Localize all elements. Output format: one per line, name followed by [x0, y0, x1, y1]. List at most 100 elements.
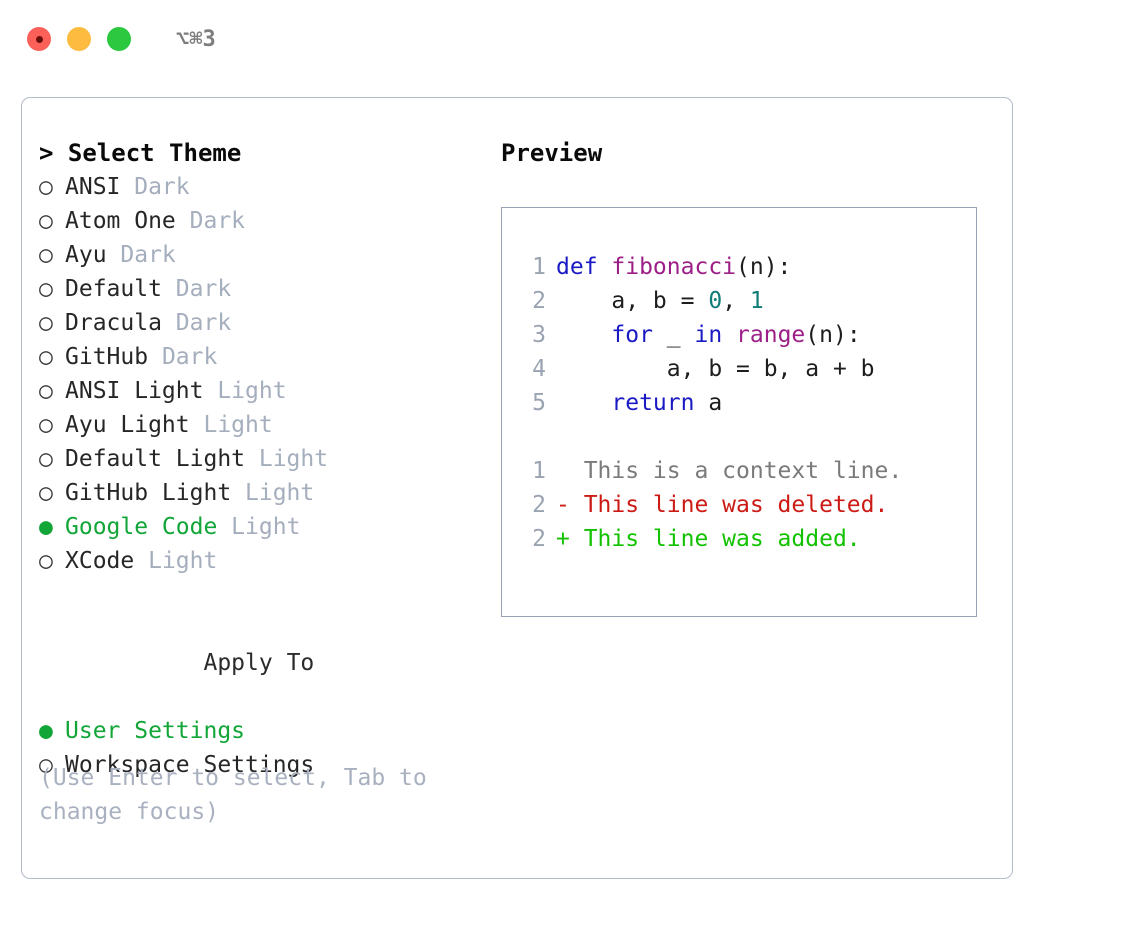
- diff-line-number: 1: [532, 458, 546, 484]
- code-line-number: 4: [532, 356, 546, 382]
- theme-option-label: Dracula: [65, 310, 162, 336]
- diff-line-text: + This line was added.: [556, 526, 861, 552]
- theme-option-category: Dark: [161, 276, 232, 302]
- maximize-button[interactable]: [107, 27, 131, 51]
- radio-selected-icon: ●: [39, 514, 53, 540]
- radio-unselected-icon: ○: [39, 174, 53, 200]
- list-spacer: [39, 578, 494, 612]
- radio-unselected-icon: ○: [39, 208, 53, 234]
- theme-option-ayu-light[interactable]: ○ Ayu Light Light: [39, 408, 494, 442]
- code-token: in: [694, 322, 723, 348]
- code-token: a: [694, 390, 723, 416]
- apply-to-option-workspace-settings[interactable]: ○ Workspace Settings: [39, 748, 494, 782]
- code-token: fibonacci: [611, 254, 737, 280]
- radio-selected-icon: ●: [39, 718, 53, 744]
- apply-to-option-user-settings[interactable]: ● User Settings: [39, 714, 494, 748]
- theme-option-default[interactable]: ○Default Dark: [39, 272, 494, 306]
- diff-line-add: 2+ This line was added.: [520, 522, 976, 556]
- theme-option-label: ANSI Light: [65, 378, 204, 404]
- code-line-number: 1: [532, 254, 546, 280]
- radio-unselected-icon: ○: [39, 752, 53, 778]
- theme-option-default-light[interactable]: ○ Default Light Light: [39, 442, 494, 476]
- theme-option-google-code[interactable]: ●Google Code Light: [39, 510, 494, 544]
- theme-option-category: Light: [134, 548, 218, 574]
- apply-to-option-label: Workspace Settings: [65, 752, 315, 778]
- diff-line-number: 2: [532, 492, 546, 518]
- code-token: for: [611, 322, 653, 348]
- theme-option-dracula[interactable]: ○ Dracula Dark: [39, 306, 494, 340]
- theme-option-category: Light: [189, 412, 273, 438]
- theme-option-label: ANSI: [65, 174, 121, 200]
- code-token: (n):: [736, 254, 792, 280]
- code-token: 1: [749, 288, 764, 314]
- theme-option-ayu[interactable]: ○ Ayu Dark: [39, 238, 494, 272]
- code-token: _: [652, 322, 695, 348]
- apply-to-header-indent: [177, 646, 203, 680]
- theme-option-xcode[interactable]: ○XCode Light: [39, 544, 494, 578]
- preview-header: Preview: [501, 139, 603, 167]
- apply-to-option-label: User Settings: [65, 718, 246, 744]
- radio-unselected-icon: ○: [39, 378, 53, 404]
- theme-option-label: Ayu: [65, 242, 107, 268]
- radio-unselected-icon: ○: [39, 446, 53, 472]
- code-line: 5 return a: [520, 386, 976, 420]
- code-diff-gap: [520, 420, 976, 454]
- theme-option-ansi-light[interactable]: ○ ANSI Light Light: [39, 374, 494, 408]
- close-button[interactable]: [27, 27, 51, 51]
- code-token: a, b =: [556, 288, 709, 314]
- code-token: [556, 390, 611, 416]
- theme-option-github[interactable]: ○GitHub Dark: [39, 340, 494, 374]
- code-line: 3 for _ in range(n):: [520, 318, 976, 352]
- main-panel: > Select Theme ○ANSI Dark○Atom One Dark○…: [21, 97, 1013, 879]
- radio-unselected-icon: ○: [39, 242, 53, 268]
- apply-to-header-label: Apply To: [203, 650, 315, 676]
- hint-text: (Use Enter to select, Tab to change focu…: [39, 765, 427, 825]
- radio-unselected-icon: ○: [39, 310, 53, 336]
- theme-option-category: Light: [203, 378, 287, 404]
- theme-option-category: Light: [217, 514, 301, 540]
- theme-option-label: GitHub Light: [65, 480, 232, 506]
- diff-line-ctx: 1 This is a context line.: [520, 454, 976, 488]
- theme-option-category: Dark: [161, 310, 232, 336]
- theme-option-label: Default Light: [65, 446, 246, 472]
- radio-unselected-icon: ○: [39, 344, 53, 370]
- diff-line-text: This is a context line.: [556, 458, 903, 484]
- code-token: (n):: [805, 322, 861, 348]
- code-token: def: [556, 254, 612, 280]
- code-token: range: [736, 322, 806, 348]
- select-theme-header: > Select Theme: [39, 139, 242, 167]
- theme-option-ansi[interactable]: ○ ANSI Dark: [39, 170, 494, 204]
- theme-option-category: Dark: [175, 208, 246, 234]
- theme-option-category: Dark: [106, 242, 176, 268]
- theme-option-github-light[interactable]: ○ GitHub Light Light: [39, 476, 494, 510]
- theme-option-category: Light: [245, 446, 329, 472]
- theme-option-category: Dark: [148, 344, 218, 370]
- code-token: a, b = b, a + b: [556, 356, 875, 382]
- theme-selection-column: > Select Theme ○ANSI Dark○Atom One Dark○…: [39, 136, 494, 782]
- radio-unselected-icon: ○: [39, 480, 53, 506]
- apply-to-option-list[interactable]: ● User Settings ○ Workspace Settings: [39, 714, 494, 782]
- theme-option-label: Atom One: [65, 208, 176, 234]
- theme-option-category: Light: [231, 480, 315, 506]
- code-token: [556, 322, 611, 348]
- code-line: 1 def fibonacci(n):: [520, 250, 976, 284]
- title-bar: ⌥⌘3: [0, 0, 1140, 78]
- radio-unselected-icon: ○: [39, 412, 53, 438]
- theme-option-label: Ayu Light: [65, 412, 190, 438]
- code-line-number: 2: [532, 288, 546, 314]
- code-token: return: [611, 390, 695, 416]
- code-line: 2 a, b = 0, 1: [520, 284, 976, 318]
- diff-line-text: - This line was deleted.: [556, 492, 889, 518]
- theme-option-list[interactable]: ○ANSI Dark○Atom One Dark○Ayu Dark○Defaul…: [39, 170, 494, 578]
- apply-to-header: Apply To: [39, 612, 494, 714]
- keyboard-shortcut-label: ⌥⌘3: [176, 26, 216, 52]
- radio-unselected-icon: ○: [39, 548, 53, 574]
- minimize-button[interactable]: [67, 27, 91, 51]
- theme-option-atom-one[interactable]: ○ Atom One Dark: [39, 204, 494, 238]
- theme-option-category: Dark: [120, 174, 190, 200]
- code-line-number: 5: [532, 390, 546, 416]
- code-line: 4 a, b = b, a + b: [520, 352, 976, 386]
